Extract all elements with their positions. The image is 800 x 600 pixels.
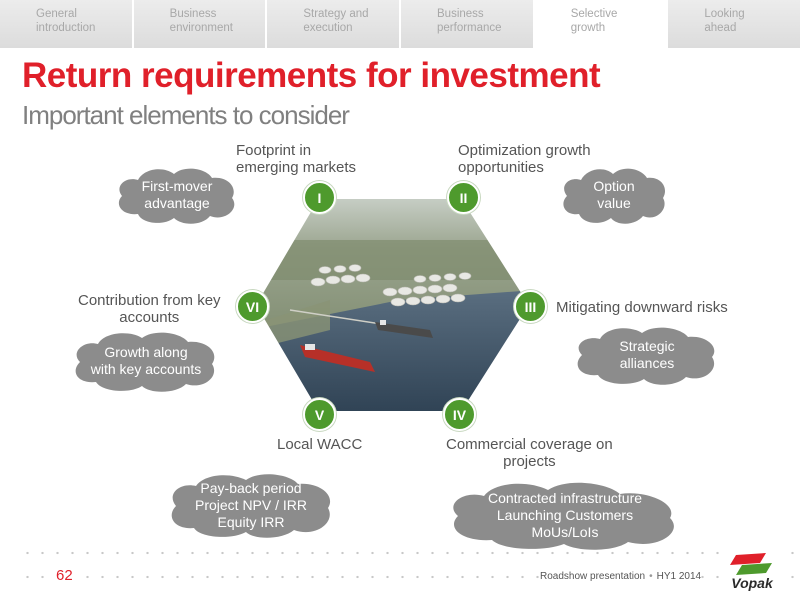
badge-numeral-iii: III xyxy=(514,290,547,323)
footer-caption: Roadshow presentation•HY1 2014 xyxy=(540,571,702,582)
cloud-text: Contracted infrastructure Launching Cust… xyxy=(487,489,643,540)
cloud-contracted-infrastructure: Contracted infrastructure Launching Cust… xyxy=(448,480,682,550)
cloud-shape xyxy=(453,482,674,550)
badge-numeral-iv: IV xyxy=(443,398,476,431)
cloud-shape xyxy=(171,474,331,538)
nav-tab-looking-ahead[interactable]: Looking ahead xyxy=(668,0,800,48)
cloud-shape xyxy=(118,168,235,224)
badge-numeral-vi: VI xyxy=(236,290,269,323)
nav-tab-business-performance[interactable]: Business performance xyxy=(401,0,535,48)
nav-tab-strategy-execution[interactable]: Strategy and execution xyxy=(267,0,402,48)
period-label: HY1 2014 xyxy=(656,571,702,582)
nav-tab-label: Business performance xyxy=(437,8,502,34)
cloud-shape xyxy=(75,332,215,392)
cloud-shape xyxy=(577,327,715,385)
nav-tab-selective-growth[interactable]: Selective growth xyxy=(534,0,669,48)
nav-tab-label: Strategy and execution xyxy=(303,8,369,34)
presentation-name: Roadshow presentation xyxy=(540,571,646,582)
page-number: 62 xyxy=(52,567,77,584)
cloud-text: First-mover advantage xyxy=(141,178,213,211)
cloud-payback-period: Pay-back period Project NPV / IRR Equity… xyxy=(168,472,334,538)
badge-numeral-v: V xyxy=(303,398,336,431)
nav-tab-general-introduction[interactable]: General introduction xyxy=(0,0,134,48)
label-contribution-key-accounts: Contribution from key accounts xyxy=(78,292,221,326)
footer-dots-bottom xyxy=(20,575,800,579)
label-local-wacc: Local WACC xyxy=(277,436,363,453)
vopak-logo: Vopak xyxy=(722,551,782,591)
cloud-first-mover-advantage: First-mover advantage xyxy=(116,166,238,224)
cloud-text: Strategic alliances xyxy=(619,338,675,371)
cloud-option-value: Option value xyxy=(561,166,667,224)
cloud-shape xyxy=(563,168,666,224)
label-footprint-emerging-markets: Footprint in emerging markets xyxy=(236,142,357,176)
badge-numeral-i: I xyxy=(303,181,336,214)
page-subtitle: Important elements to consider xyxy=(22,100,350,130)
cloud-strategic-alliances: Strategic alliances xyxy=(574,325,720,385)
label-commercial-coverage: Commercial coverage on projects xyxy=(446,436,613,470)
label-mitigating-downward-risks: Mitigating downward risks xyxy=(556,299,728,316)
nav-tab-business-environment[interactable]: Business environment xyxy=(133,0,268,48)
badge-numeral-ii: II xyxy=(447,181,480,214)
cloud-growth-key-accounts: Growth along with key accounts xyxy=(72,330,220,392)
cloud-text: Pay-back period Project NPV / IRR Equity… xyxy=(194,479,308,530)
separator-dot: • xyxy=(649,571,653,582)
logo-text: Vopak xyxy=(731,575,773,591)
section-nav: General introduction Business environmen… xyxy=(0,0,800,48)
cloud-text: Option value xyxy=(593,178,635,211)
vopak-logo-mark xyxy=(730,553,772,575)
page-title: Return requirements for investment xyxy=(22,56,601,95)
nav-tab-label: Business environment xyxy=(169,8,233,34)
nav-tab-label: Looking ahead xyxy=(704,8,745,34)
nav-tab-label: Selective growth xyxy=(570,8,618,34)
cloud-text: Growth along with key accounts xyxy=(90,344,202,377)
nav-tab-label: General introduction xyxy=(36,8,96,34)
label-optimization-growth: Optimization growth opportunities xyxy=(458,142,591,176)
footer-dots-top xyxy=(20,551,800,555)
